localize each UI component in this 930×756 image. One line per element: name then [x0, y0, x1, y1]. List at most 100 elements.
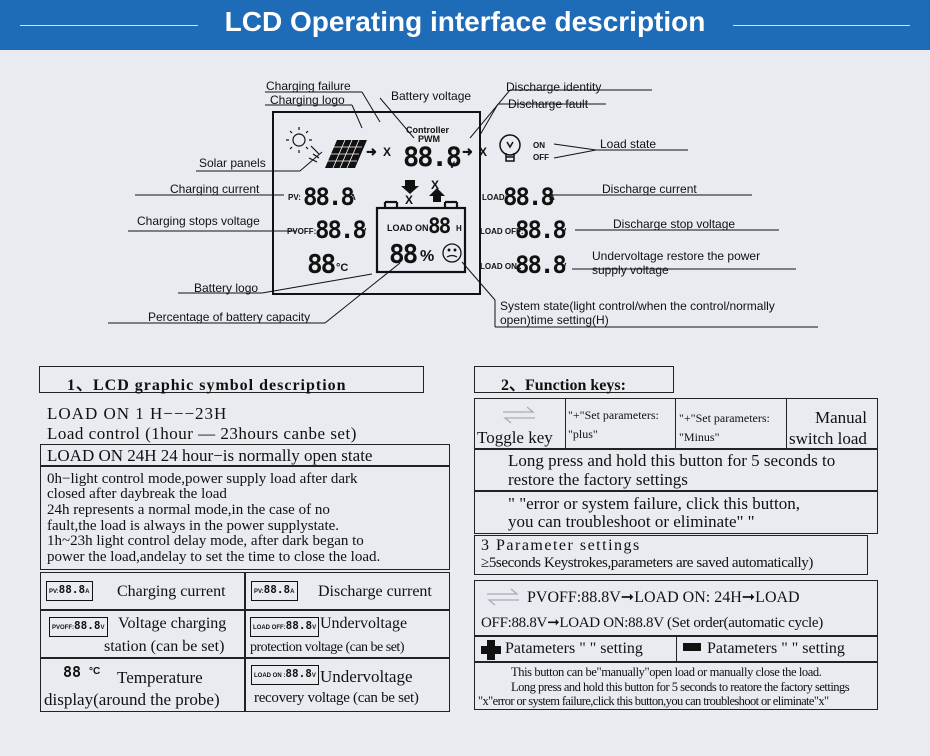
- battery-voltage-unit: V: [449, 160, 456, 170]
- mode-line-2: closed after daybreak the load: [47, 486, 227, 502]
- plus-minus-row: Patameters " " setting Patameters " " se…: [474, 636, 878, 662]
- sun-icon: [286, 127, 312, 153]
- mode-line-5: 1h~23h light control delay mode, after d…: [47, 533, 364, 549]
- error-text-2: you can troubleshoot or eliminate" ": [508, 512, 755, 531]
- label-system-state-1: System state(light control/when the cont…: [500, 299, 775, 313]
- mini-lcd-pv: PV:88.8A: [46, 581, 93, 601]
- label-battery-logo: Battery logo: [194, 281, 259, 295]
- battery-percent-sign: %: [420, 248, 435, 265]
- label-battery-percentage: Percentage of battery capacity: [148, 310, 311, 324]
- load-on-24h-box: LOAD ON 24H 24 hour−is normally open sta…: [40, 444, 450, 466]
- cycle-text-1: PVOFF:88.8V➞LOAD ON: 24H➞LOAD: [527, 589, 800, 606]
- mini-temp-unit: °C: [89, 666, 101, 677]
- cycle-box: PVOFF:88.8V➞LOAD ON: 24H➞LOAD OFF:88.8V➞…: [474, 580, 878, 636]
- page-title: LCD Operating interface description: [224, 6, 706, 37]
- pvoff-label: PVOFF:: [287, 227, 317, 236]
- mode-line-3: 24h represents a normal mode,in the case…: [47, 502, 330, 518]
- label-charging-failure: Charging failure: [266, 79, 351, 93]
- label-discharge-identity: Discharge identity: [506, 80, 602, 94]
- battery-percent-digits: 88: [389, 240, 418, 270]
- symbol-voltage-charging: PVOFF:88.8V Voltage charging station (ca…: [40, 610, 245, 658]
- symbol-undervoltage-protection: LOAD OFF:88.8V Undervoltage protection v…: [245, 610, 450, 658]
- charge-x-mark: X: [405, 193, 414, 207]
- temperature-digits: 88: [307, 250, 336, 280]
- plus-key-text-1: "+"Set parameters:: [568, 408, 659, 422]
- long-press-text-2: restore the factory settings: [508, 470, 688, 489]
- mode-line-4: fault,the load is always in the power su…: [47, 518, 340, 534]
- section1-heading: 1、LCD graphic symbol description: [67, 377, 347, 394]
- discharge-x-mark: X: [431, 178, 440, 192]
- load-off-indicator: OFF: [533, 153, 549, 162]
- parameter-settings-title: 3 Parameter settings: [481, 537, 641, 554]
- mini-lcd-loadon: LOAD ON :88.8V: [251, 665, 319, 685]
- mini-lcd-load: PV:88.8A: [251, 581, 298, 601]
- discharge-current-unit: A: [549, 193, 555, 202]
- load-on-indicator: ON: [533, 141, 545, 150]
- symbol-charging-current: PV:88.8A Charging current: [40, 572, 245, 610]
- mini-temp-digits: 88: [63, 663, 82, 681]
- error-box: " "error or system failure, click this b…: [474, 491, 878, 534]
- discharge-fault-x: X: [479, 145, 488, 159]
- label-charging-current: Charging current: [170, 182, 260, 196]
- minus-setting-text: Patameters " " setting: [707, 640, 845, 657]
- section1-heading-box: 1、LCD graphic symbol description: [39, 366, 424, 394]
- lcd-controller: Controller: [406, 125, 450, 135]
- manual-key-text-2: switch load: [789, 429, 867, 448]
- note-text-1: This button can be"manually"open load or…: [511, 665, 822, 679]
- toggle-key-label: Toggle key: [477, 428, 553, 447]
- toggle-cycle-icon: [487, 588, 519, 606]
- toggle-key-icon[interactable]: [499, 405, 539, 425]
- symbol-undervoltage-label: Undervoltage: [320, 615, 408, 632]
- temperature-unit: °C: [336, 262, 349, 274]
- lcd-display: [272, 111, 481, 295]
- mini-lcd-loadoff: LOAD OFF:88.8V: [250, 617, 320, 637]
- symbol-charging-current-label: Charging current: [117, 583, 226, 600]
- load-on-hour-digits: 88: [428, 214, 451, 238]
- symbol-station-label: station (can be set): [104, 638, 225, 655]
- flow-arrows-icon: [401, 180, 445, 202]
- long-press-box: Long press and hold this button for 5 se…: [474, 449, 878, 491]
- load-control-text: Load control (1hour — 23hours canbe set): [47, 424, 357, 443]
- load-label: LOAD:: [482, 193, 508, 202]
- load-on-battery-label: LOAD ON: [387, 223, 429, 233]
- label-charging-stops-voltage: Charging stops voltage: [137, 214, 260, 228]
- label-solar-panels: Solar panels: [199, 156, 266, 170]
- function-keys-row: Toggle key "+"Set parameters: "plus" "+"…: [474, 398, 878, 449]
- label-discharge-fault: Discharge fault: [508, 97, 589, 111]
- label-charging-logo: Charging logo: [270, 93, 345, 107]
- label-system-state-2: open)time setting(H): [500, 313, 609, 327]
- parameter-settings-desc: ≥5seconds Keystrokes,parameters are save…: [481, 555, 813, 571]
- symbol-undervoltage-recovery: LOAD ON :88.8V Undervoltage recovery vol…: [245, 658, 450, 712]
- mini-lcd-pvoff: PVOFF:88.8V: [49, 617, 108, 637]
- header-rule-right: [733, 25, 910, 26]
- load-on-24h-text: LOAD ON 24H 24 hour−is normally open sta…: [47, 446, 373, 465]
- symbol-undervoltage2-label: Undervoltage: [320, 667, 413, 686]
- charging-stop-unit: V: [361, 227, 367, 236]
- symbol-temperature: 88 °C Temperature display(around the pro…: [40, 658, 245, 712]
- discharge-current-digits: 88.8: [503, 183, 555, 211]
- callout-lines: [108, 89, 818, 328]
- section2-heading: 2、Function keys:: [501, 377, 626, 394]
- mode-description-box: 0h−light control mode,power supply load …: [40, 466, 450, 570]
- symbol-recovery-label: recovery voltage (can be set): [254, 690, 419, 706]
- charging-failure-x: X: [383, 145, 392, 159]
- label-discharge-stop-voltage: Discharge stop voltage: [613, 217, 736, 231]
- charge-arrow-icon: ➜: [366, 144, 377, 159]
- mode-line-1: 0h−light control mode,power supply load …: [47, 471, 358, 487]
- header-rule-left: [20, 25, 198, 26]
- manual-key-text-1: Manual: [815, 408, 867, 427]
- section2-heading-box: 2、Function keys:: [474, 366, 674, 394]
- symbol-protection-label: protection voltage (can be set): [250, 640, 404, 655]
- label-undervoltage-restore-2: supply voltage: [592, 263, 669, 277]
- solar-panel-icon: [325, 139, 367, 169]
- smiley-icon: [442, 243, 462, 263]
- minus-icon: [683, 643, 701, 651]
- plus-key-text-2: "plus": [568, 427, 598, 441]
- load-off-label: LOAD OFF:: [480, 227, 524, 236]
- symbol-display-probe-label: display(around the probe): [44, 690, 220, 709]
- error-text-1: " "error or system failure, click this b…: [508, 494, 800, 513]
- cycle-text-2: OFF:88.8V➞LOAD ON:88.8V (Set order(autom…: [481, 615, 823, 631]
- symbol-temperature-label: Temperature: [117, 668, 203, 687]
- undervoltage-restore-unit: V: [561, 262, 567, 271]
- parameter-settings-box: 3 Parameter settings ≥5seconds Keystroke…: [474, 535, 868, 575]
